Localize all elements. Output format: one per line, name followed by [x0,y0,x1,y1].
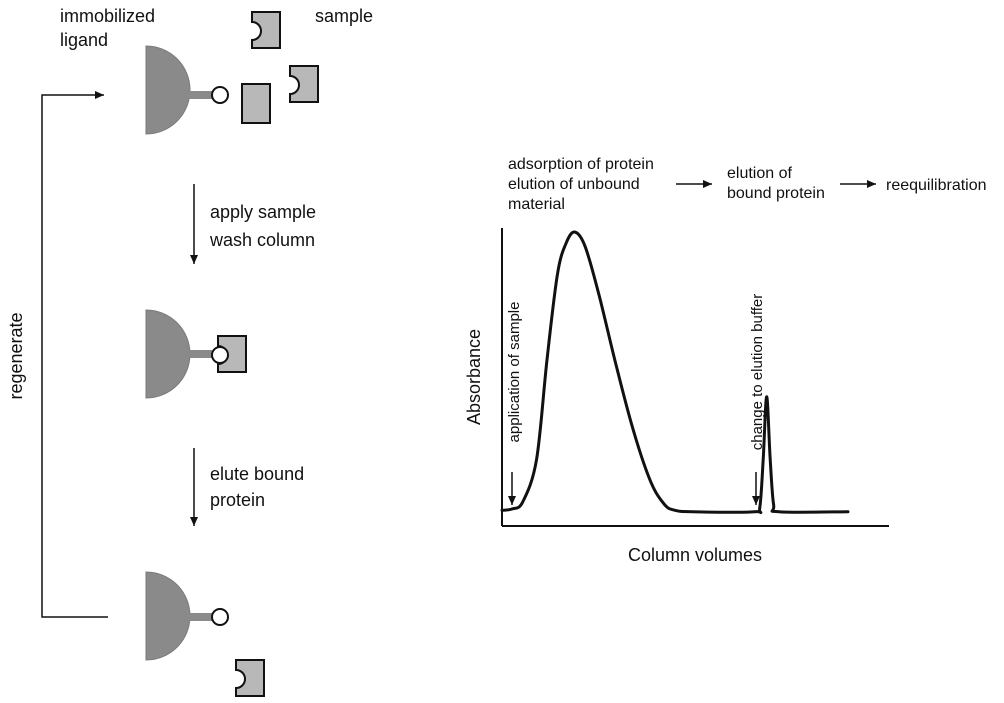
apply-sample-label: apply sample [210,202,316,222]
ligand-circle [211,608,229,626]
wash-column-label: wash column [209,230,315,250]
matrix-with-ligand-stage1 [145,45,229,135]
matrix-bead [145,45,191,135]
target-protein-molecule [251,11,281,49]
immobilized-ligand-label-line1: immobilized [60,6,155,26]
phase-elution-label-line1: elution of [727,165,792,182]
ligand-spacer-arm [180,613,212,621]
ligand-circle [211,346,229,364]
phase-adsorption-label-line3: material [508,196,565,213]
ligand-circle [211,86,229,104]
contaminant-molecule [241,83,271,124]
curve-points [501,231,849,513]
affinity-scheme: immobilized ligand sample apply sample w… [6,6,373,697]
eluted-target-protein [235,659,265,697]
protein-label: protein [210,490,265,510]
ligand-spacer-arm [180,350,212,358]
phase-adsorption-label-line1: adsorption of protein [508,156,654,173]
regenerate-loop-arrow [41,91,108,618]
sample-label: sample [315,6,373,26]
chromatogram: adsorption of protein elution of unbound… [464,156,987,565]
immobilized-ligand-label-line2: ligand [60,30,108,50]
target-protein-molecule [289,65,319,103]
application-of-sample-label: application of sample [506,302,523,443]
elute-bound-label: elute bound [210,464,304,484]
phase-elution-label-line2: bound protein [727,185,825,202]
matrix-after-elution-stage3 [145,571,265,697]
phase-adsorption-label-line2: elution of unbound [508,176,640,193]
regenerate-label: regenerate [6,312,26,399]
phase-reequilibration-label: reequilibration [886,177,987,194]
absorbance-curve [500,230,850,515]
change-to-elution-buffer-label: change to elution buffer [749,294,766,451]
x-axis-label: Column volumes [628,545,762,565]
ligand-spacer-arm [180,91,212,99]
sample-molecules [241,11,319,124]
y-axis-label: Absorbance [464,329,484,425]
matrix-with-bound-protein-stage2 [145,309,247,399]
